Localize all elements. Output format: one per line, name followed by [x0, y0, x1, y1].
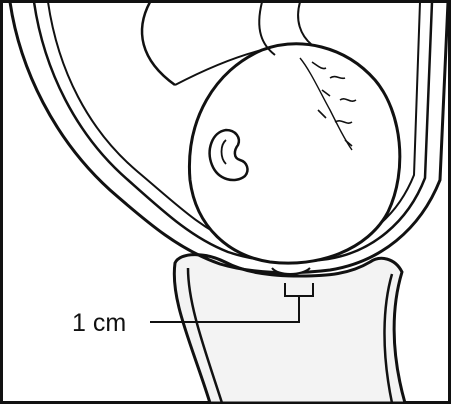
cervix-body [174, 255, 405, 403]
dilation-label: 1 cm [72, 309, 126, 337]
